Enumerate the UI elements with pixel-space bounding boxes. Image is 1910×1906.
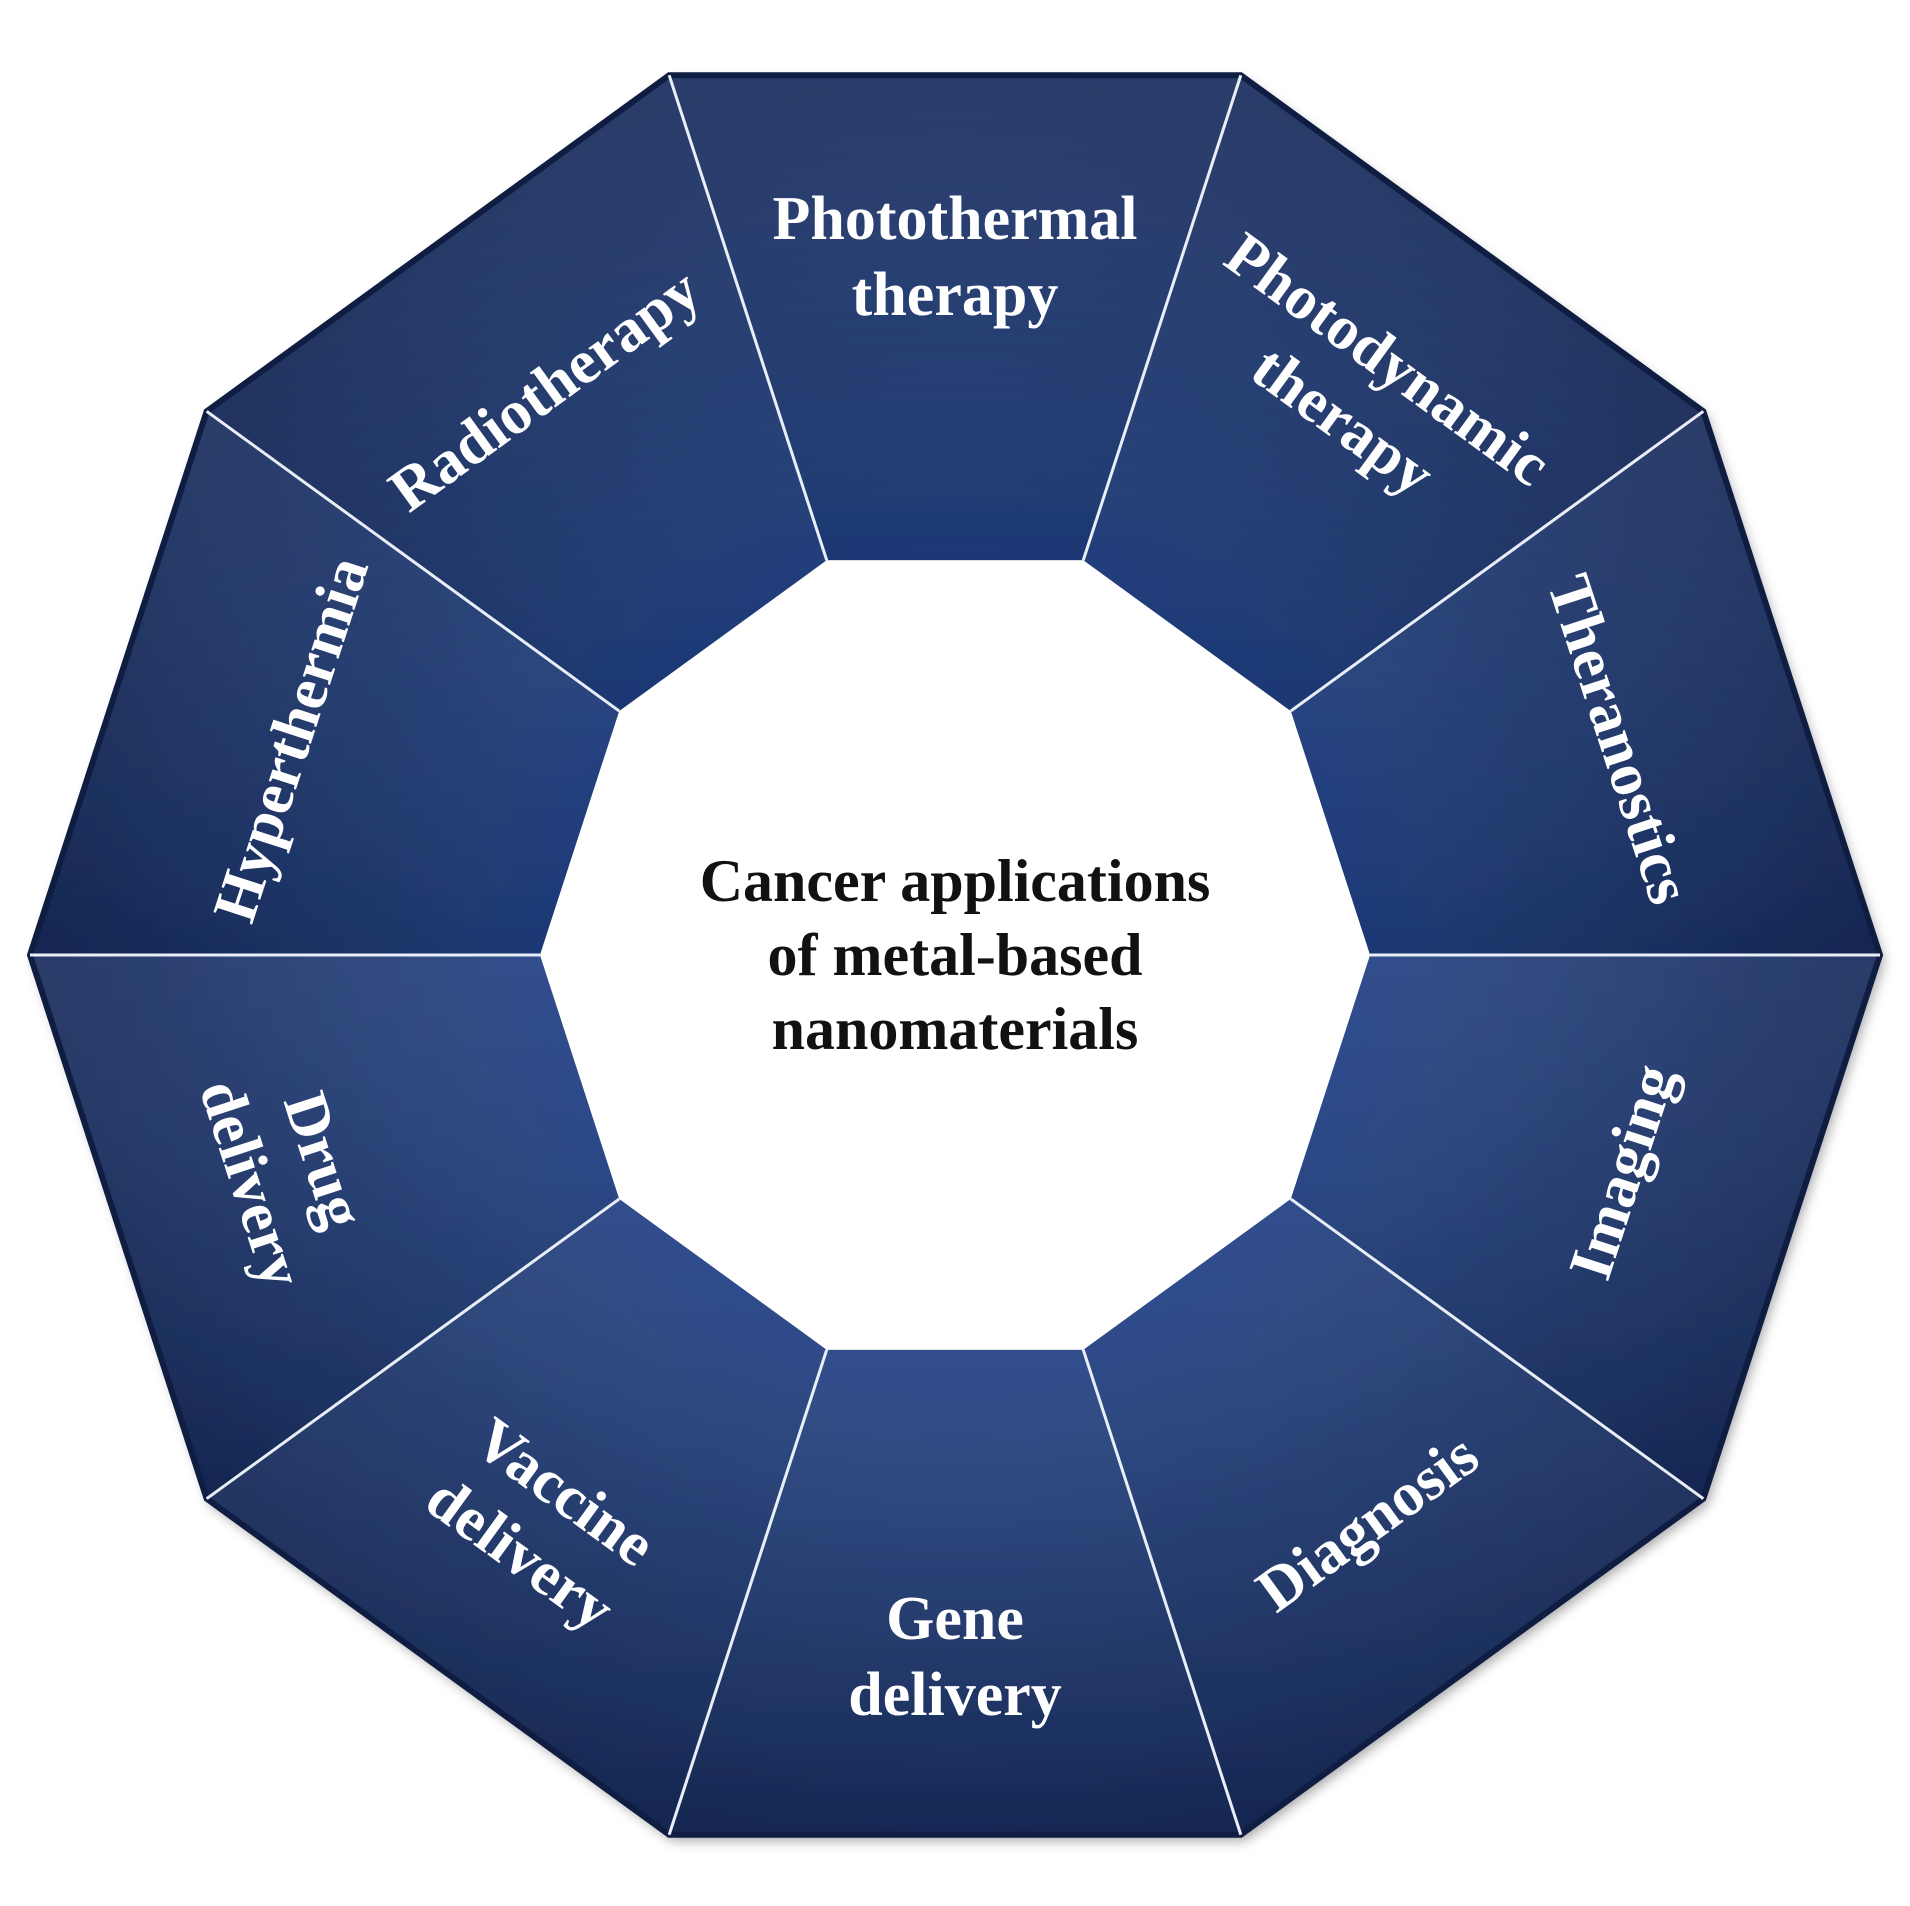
segment-sheen xyxy=(1083,1198,1704,1835)
segment-divider xyxy=(667,74,829,561)
segment-divider xyxy=(1289,1197,1705,1500)
segment-label-photothermal-therapy: Photothermal therapy xyxy=(772,185,1137,329)
segment-label-gene-delivery: Gene delivery xyxy=(848,1585,1062,1729)
segment-sheen xyxy=(206,1198,827,1835)
segment-sheen xyxy=(206,75,827,712)
segment-label-line: Gene xyxy=(886,1585,1024,1653)
segment-divider xyxy=(1289,410,1705,713)
segment-sheen xyxy=(30,955,620,1499)
segments-layer xyxy=(30,75,1880,1835)
center-title-line: nanomaterials xyxy=(772,996,1139,1062)
center-title: Cancer applications of metal-based nanomat… xyxy=(700,848,1211,1062)
segment-sheen xyxy=(1290,411,1880,955)
segment-label-line: delivery xyxy=(848,1661,1062,1729)
segment-label-line: therapy xyxy=(852,261,1059,329)
dividers-layer xyxy=(26,72,1884,1838)
center-title-line: of metal-based xyxy=(768,922,1143,988)
segment-divider xyxy=(667,1349,829,1836)
segment-sheen xyxy=(1290,955,1880,1499)
center-hub xyxy=(540,560,1370,1350)
segment-sheen xyxy=(669,75,1241,561)
segment-sheen xyxy=(669,1349,1241,1835)
center-title-line: Cancer applications xyxy=(700,848,1211,914)
segment-sheen xyxy=(1083,75,1704,712)
segment-sheen xyxy=(30,411,620,955)
segment-label-line: Photothermal xyxy=(772,185,1137,253)
segment-divider xyxy=(1081,74,1243,561)
segment-divider xyxy=(205,1197,621,1500)
segment-divider xyxy=(205,410,621,713)
segment-divider xyxy=(1081,1349,1243,1836)
